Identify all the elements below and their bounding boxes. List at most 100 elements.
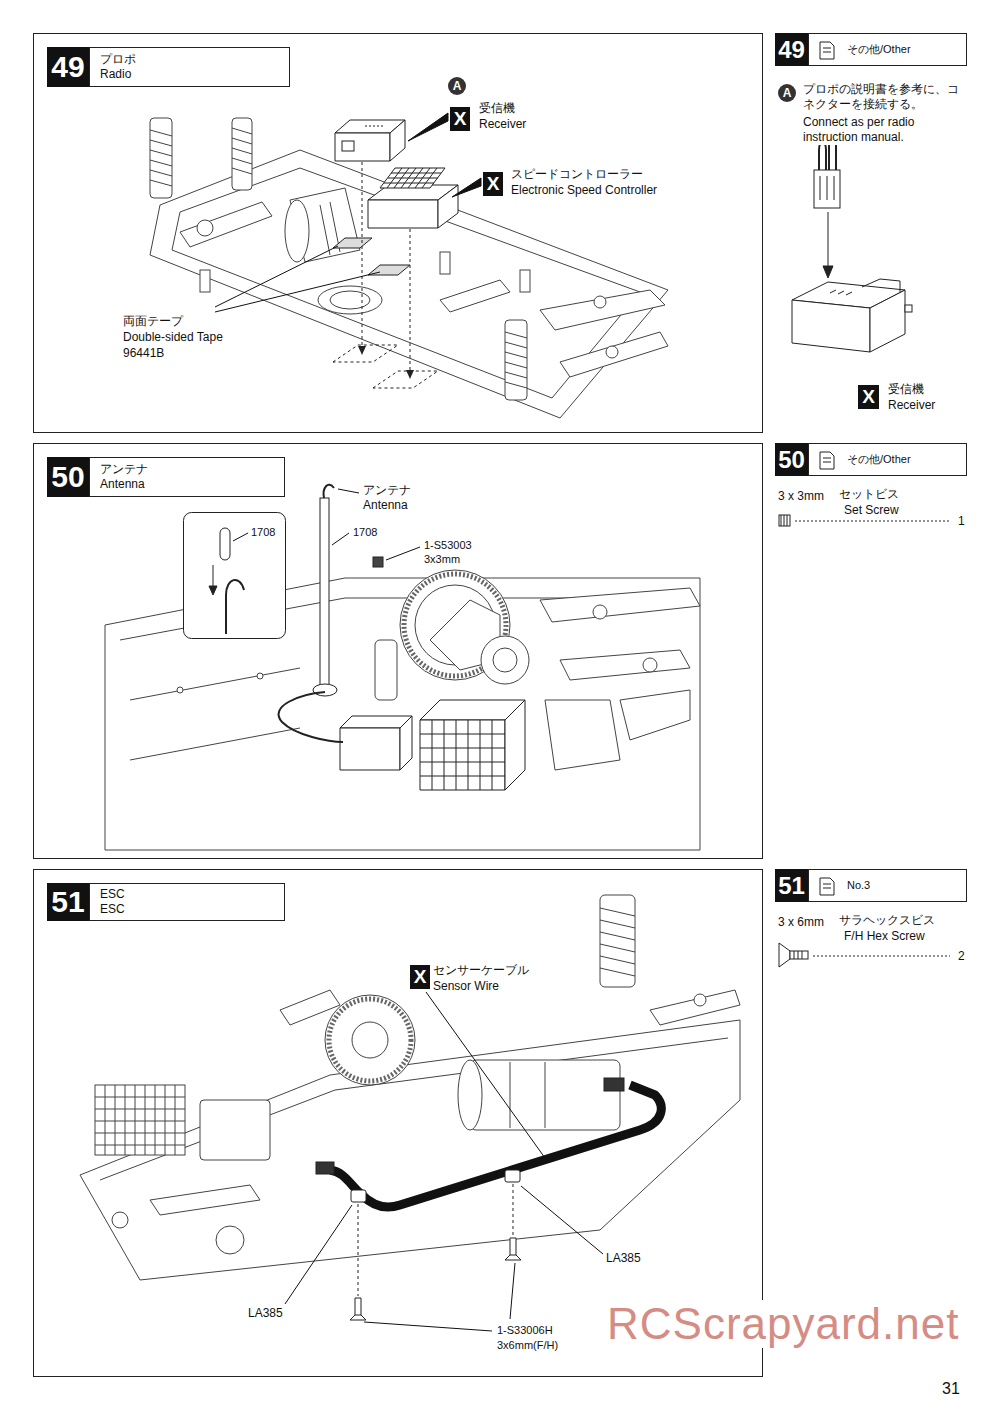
step-title-box: ESCESC: [89, 883, 285, 921]
chassis-drawing: [375, 640, 397, 700]
step-number: 50: [47, 457, 89, 497]
antenna-drawing: [313, 684, 337, 696]
chassis-drawing: [694, 994, 706, 1006]
arrow-head: [406, 370, 414, 379]
parts-header-box: その他/Other: [808, 443, 967, 476]
chassis-drawing: [643, 658, 657, 672]
connector-drawing: [862, 279, 900, 292]
chassis-drawing: [440, 252, 450, 274]
flat-head-screw-icon: [790, 951, 808, 959]
screw-drawing: [505, 1255, 521, 1260]
esc-drawing: [368, 168, 458, 228]
leader-line: [408, 113, 448, 141]
parts-bag-icon: [823, 48, 831, 52]
chassis-drawing: [285, 200, 309, 262]
node-text: X: [414, 965, 427, 989]
flat-head-screw-icon: [794, 951, 802, 959]
double-sided-tape: [333, 238, 410, 275]
connector-drawing: [830, 290, 852, 295]
leader-line: [215, 246, 380, 312]
node-text: その他/Other: [847, 43, 911, 57]
part-name: Receiver: [478, 117, 527, 132]
leader-line: [426, 992, 545, 1158]
esc-drawing: [420, 720, 505, 790]
chassis-drawing: [100, 1038, 728, 1180]
double-sided-tape: [333, 238, 372, 248]
node-text: 49: [51, 48, 84, 86]
esc-drawing: [505, 700, 525, 790]
callout-circle: A: [448, 77, 466, 95]
step-title-box: アンテナAntenna: [89, 457, 285, 497]
parts-bag-icon: [823, 884, 831, 888]
chassis-drawing: [329, 999, 411, 1081]
chassis-drawing: [560, 332, 668, 377]
antenna-drawing: [279, 692, 343, 742]
wire-clamp: [316, 1078, 624, 1202]
chassis-drawing: [606, 346, 618, 358]
node-text: Radio: [100, 67, 131, 82]
chassis-drawing: [545, 700, 620, 770]
node-text: A: [453, 79, 462, 94]
node-text: その他/Other: [847, 453, 911, 467]
leader-line: [332, 533, 349, 545]
node-text: 51: [51, 883, 84, 921]
connector-drawing: [870, 290, 905, 352]
screw-drawing: [358, 1184, 513, 1296]
connector-drawing: [820, 176, 834, 200]
antenna-drawing: [373, 557, 383, 567]
chassis-drawing: [458, 1060, 482, 1130]
leader-line: [386, 547, 420, 560]
part-name: Receiver: [887, 398, 936, 413]
chassis-drawing: [232, 128, 252, 174]
parts-header-box: No.3: [808, 869, 967, 902]
esc-drawing: [420, 720, 505, 790]
chassis-drawing: [510, 1062, 545, 1128]
part-name: Antenna: [362, 498, 409, 513]
step-number: 49: [47, 47, 89, 87]
step-number: 49: [775, 33, 808, 66]
node-text: Antenna: [100, 477, 145, 492]
mounting-guide: [373, 371, 438, 388]
node-text: A: [783, 86, 792, 101]
leader-line: [452, 178, 481, 197]
screw-drawing: [350, 1184, 521, 1320]
esc-drawing: [420, 700, 525, 790]
receiver-drawing: [335, 133, 390, 161]
chassis-drawing: [505, 320, 527, 400]
chassis-drawing: [600, 895, 635, 987]
leader-line: [521, 1186, 603, 1254]
part-name: 受信機: [478, 101, 516, 116]
detail-inset: [184, 513, 286, 639]
leader-line: [215, 113, 481, 312]
wire-clamp: [316, 1162, 334, 1174]
panel-frame: [34, 34, 763, 1377]
node-text: No.3: [847, 879, 870, 893]
step-title-box: プロポRadio: [89, 47, 290, 87]
leader-line: [285, 992, 603, 1331]
chassis-drawing: [505, 332, 527, 388]
callout-circle: A: [778, 84, 796, 102]
arrow-head: [358, 346, 414, 379]
panel-frame: [34, 444, 763, 859]
receiver-drawing: [390, 120, 405, 161]
receiver-drawing: [365, 126, 385, 127]
leader-line: [338, 489, 359, 493]
chassis-drawing: [197, 220, 213, 236]
chassis-drawing: [481, 636, 529, 684]
chassis-drawing: [600, 908, 635, 976]
chassis-drawing: [150, 1185, 260, 1215]
part-name: アンテナ: [362, 483, 412, 498]
chassis-drawing: [95, 1085, 185, 1155]
receiver-drawing: [400, 716, 412, 770]
chassis-drawing: [150, 118, 668, 418]
part-name: サラヘックスビス: [838, 913, 936, 928]
detail-inset: [213, 565, 214, 588]
chassis-drawing: [540, 588, 700, 622]
node-text: アンテナ: [100, 462, 148, 477]
chassis-drawing: [200, 270, 210, 292]
part-name: Double-sided Tape: [122, 330, 224, 345]
receiver-drawing: [340, 728, 400, 770]
part-name: Electronic Speed Controller: [510, 183, 658, 198]
leader-line: [285, 1205, 352, 1304]
